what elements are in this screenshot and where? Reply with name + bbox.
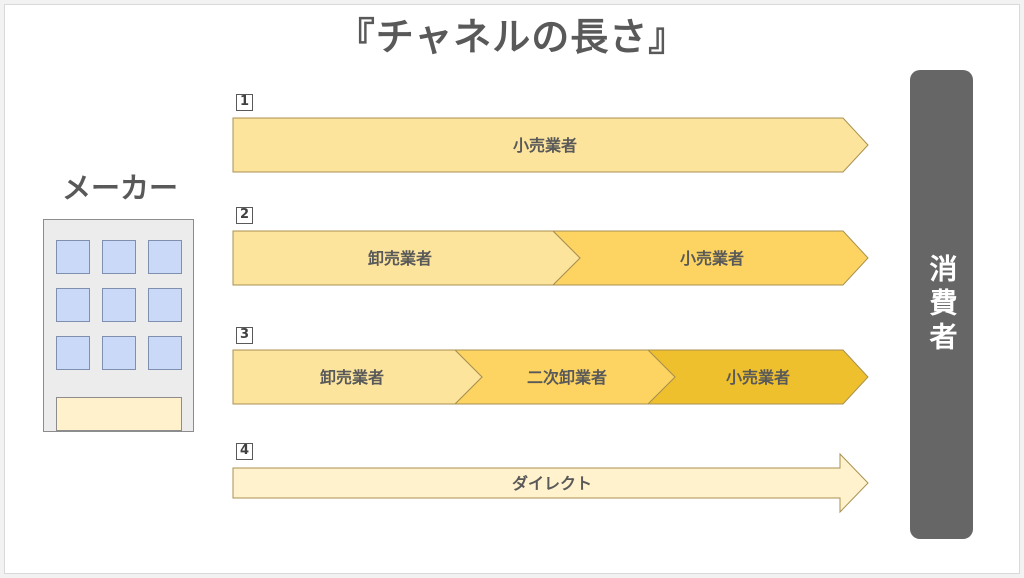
factory-building-icon <box>43 219 194 432</box>
window-icon <box>148 336 182 370</box>
channel-2-wholesaler-arrow <box>232 230 581 286</box>
window-icon <box>102 336 136 370</box>
channel-1-retailer-arrow <box>232 117 869 173</box>
channel-number-1: 1 <box>236 94 253 111</box>
channel-3-wholesaler-label: 卸売業者 <box>320 368 384 387</box>
window-icon <box>148 240 182 274</box>
channel-number-2: 2 <box>236 207 253 224</box>
window-icon <box>56 336 90 370</box>
channel-3-secondary-wholesaler-label: 二次卸業者 <box>527 368 607 387</box>
channel-1-retailer-label: 小売業者 <box>513 136 577 155</box>
window-icon <box>102 240 136 274</box>
window-icon <box>148 288 182 322</box>
channel-2-retailer-label: 小売業者 <box>680 249 744 268</box>
entrance-door-icon <box>56 397 182 431</box>
channel-4-direct-label: ダイレクト <box>512 474 592 493</box>
consumer-bar: 消費者 <box>910 70 973 539</box>
channel-4-direct-arrow <box>232 452 869 514</box>
window-icon <box>56 288 90 322</box>
consumer-label: 消費者 <box>925 253 959 356</box>
maker-label: メーカー <box>61 171 178 205</box>
channel-number-3: 3 <box>236 327 253 344</box>
window-icon <box>102 288 136 322</box>
channel-2-wholesaler-label: 卸売業者 <box>368 249 432 268</box>
channel-3-retailer-label: 小売業者 <box>726 368 790 387</box>
diagram-title: 『チャネルの長さ』 <box>336 15 688 59</box>
window-icon <box>56 240 90 274</box>
channel-number-4: 4 <box>236 443 253 460</box>
channel-3-wholesaler-arrow <box>232 349 483 405</box>
